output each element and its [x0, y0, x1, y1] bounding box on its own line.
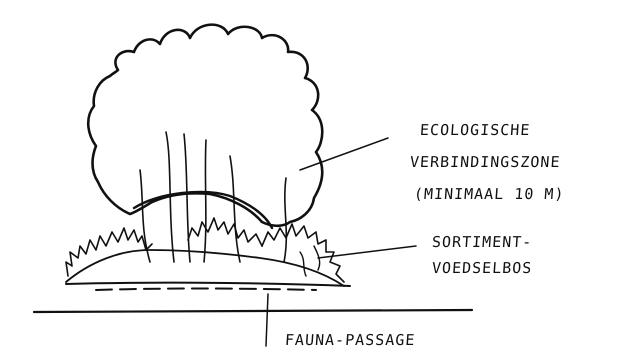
- shrub-mid: [188, 218, 262, 246]
- leader-line-fauna: [266, 294, 268, 346]
- label-fauna-passage: FAUNA-PASSAGE: [284, 330, 416, 350]
- label-sortiment: SORTIMENT-: [431, 232, 533, 252]
- shrub-left: [66, 228, 152, 276]
- tree-trunk-6: [284, 178, 286, 262]
- fauna-passage-dashes: [96, 289, 316, 291]
- label-minimaal-width: (MINIMAAL 10 M): [413, 184, 565, 204]
- tree-trunk-5: [230, 156, 240, 262]
- label-verbindingszone: VERBINDINGSZONE: [409, 152, 561, 172]
- base-line: [34, 310, 472, 312]
- ground-surface: [66, 283, 350, 286]
- shrub-right: [262, 224, 344, 282]
- tree-trunk-4: [204, 140, 206, 262]
- label-voedselbos: VOEDSELBOS: [431, 258, 533, 278]
- label-ecologische: ECOLOGISCHE: [419, 120, 531, 140]
- leader-line-ecological: [300, 138, 388, 170]
- tree-trunk-3: [184, 134, 190, 262]
